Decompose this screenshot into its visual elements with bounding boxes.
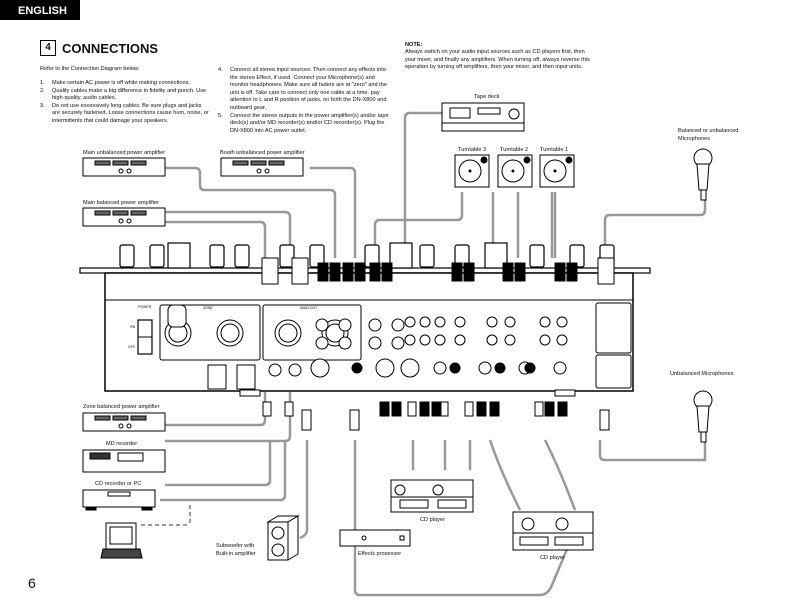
label-cd-player-2: CD player xyxy=(540,555,565,561)
turntable-3-icon xyxy=(454,154,490,188)
step-item: 5. Connect the stereo outputs to the powe… xyxy=(218,113,393,136)
cd-player-2-icon xyxy=(512,511,594,551)
label-effects-processor: Effects processor xyxy=(358,551,402,557)
panel-label-main-out: MAIN OUT xyxy=(300,306,318,310)
cable xyxy=(603,200,707,258)
turntable-1-icon xyxy=(539,154,575,188)
note-text: Always switch on your audio input source… xyxy=(405,49,590,71)
section-number: 4 xyxy=(40,40,56,56)
cd-recorder-icon xyxy=(82,489,156,511)
label-turntable-3: Turntable 3 xyxy=(458,147,487,153)
cable xyxy=(403,111,442,258)
cable xyxy=(165,392,267,427)
label-subwoofer: Subwoofer with xyxy=(216,543,255,549)
cd-player-1-icon xyxy=(390,479,474,513)
page-title: CONNECTIONS xyxy=(62,40,159,56)
label-zone-balanced-amp: Zone balanced power amplifier xyxy=(83,404,160,410)
label-md-recorder: MD recorder xyxy=(106,441,138,447)
label-balanced-mics: Balanced or unbalanced xyxy=(678,128,739,134)
pc-icon xyxy=(100,522,143,559)
label-booth-unbalanced-amp: Booth unbalanced power amplifier xyxy=(220,150,305,156)
step-item: 4. Connect all stereo input sources. Then… xyxy=(218,67,393,113)
cable xyxy=(165,440,272,487)
label-main-unbalanced-amp: Main unbalanced power amplifier xyxy=(83,150,166,156)
md-recorder-icon xyxy=(82,449,166,473)
intro-text: Refer to the Connection Diagram below. xyxy=(40,66,140,72)
cable xyxy=(310,166,357,258)
cable xyxy=(160,440,287,502)
step-text: Connect all stereo input sources. Then c… xyxy=(230,67,387,111)
label-cd-player-1: CD player xyxy=(420,517,445,523)
step-number: 1. xyxy=(40,80,45,86)
step-number: 4. xyxy=(218,67,223,73)
cable xyxy=(353,440,577,597)
label-cd-recorder: CD recorder or PC xyxy=(95,481,142,487)
cable xyxy=(299,440,309,540)
dashed-cable xyxy=(140,505,191,526)
main-balanced-amp-icon xyxy=(82,207,166,227)
label-tape-deck: Tape deck xyxy=(474,94,500,100)
turntable-2-icon xyxy=(497,154,533,188)
connectors-bottom xyxy=(207,364,610,431)
label-main-balanced-amp: Main balanced power amplifier xyxy=(83,200,159,206)
steps-list-left: 1. Make certain AC power is off while mak… xyxy=(40,80,210,126)
section-heading: 4 CONNECTIONS xyxy=(40,40,158,56)
main-unbalanced-amp-icon xyxy=(82,157,166,177)
step-number: 2. xyxy=(40,87,45,94)
cable xyxy=(543,439,577,511)
steps-list-right: 4. Connect all stereo input sources. Then… xyxy=(218,67,393,135)
label-unbalanced-mics: Unbalanced Microphones xyxy=(670,371,734,377)
step-text: Do not use excessively long cables. Be s… xyxy=(52,102,209,124)
cable xyxy=(488,439,522,511)
note-block: NOTE: Always switch on your audio input … xyxy=(405,42,597,72)
step-item: 3. Do not use excessively long cables. Be… xyxy=(40,103,210,126)
panel-label-off: OFF xyxy=(128,345,135,349)
step-number: 3. xyxy=(40,102,45,109)
cable xyxy=(598,440,707,462)
step-number: 5. xyxy=(218,112,223,119)
step-item: 2. Quality cables make a big difference i… xyxy=(40,88,210,103)
microphone-icon xyxy=(693,148,713,201)
booth-unbalanced-amp-icon xyxy=(220,157,304,177)
label-balanced-mics-2: Microphones xyxy=(678,136,711,142)
panel-label-on: ON xyxy=(130,325,136,329)
panel-label-power: POWER xyxy=(138,305,152,309)
cable xyxy=(165,166,337,258)
label-subwoofer-2: Built-in amplifier xyxy=(216,551,256,557)
effects-processor-icon xyxy=(339,529,411,547)
microphone-icon xyxy=(693,390,713,443)
label-turntable-2: Turntable 2 xyxy=(500,147,529,153)
tape-deck-icon xyxy=(441,102,525,132)
step-text: Make certain AC power is off while makin… xyxy=(52,80,190,86)
cable xyxy=(165,220,267,258)
zone-balanced-amp-icon xyxy=(82,412,166,432)
subwoofer-icon xyxy=(266,515,300,561)
language-tab: ENGLISH xyxy=(0,0,80,20)
connectors-top xyxy=(261,257,615,285)
cable xyxy=(373,192,464,258)
label-turntable-1: Turntable 1 xyxy=(540,147,569,153)
panel-label-zone: ZONE xyxy=(203,306,213,310)
cable xyxy=(165,210,292,258)
step-text: Connect the stereo outputs to the power … xyxy=(230,112,389,134)
page-number: 6 xyxy=(28,575,36,591)
step-item: 1. Make certain AC power is off while mak… xyxy=(40,80,210,88)
note-heading: NOTE: xyxy=(405,42,423,48)
step-text: Quality cables make a big difference in … xyxy=(52,87,207,102)
